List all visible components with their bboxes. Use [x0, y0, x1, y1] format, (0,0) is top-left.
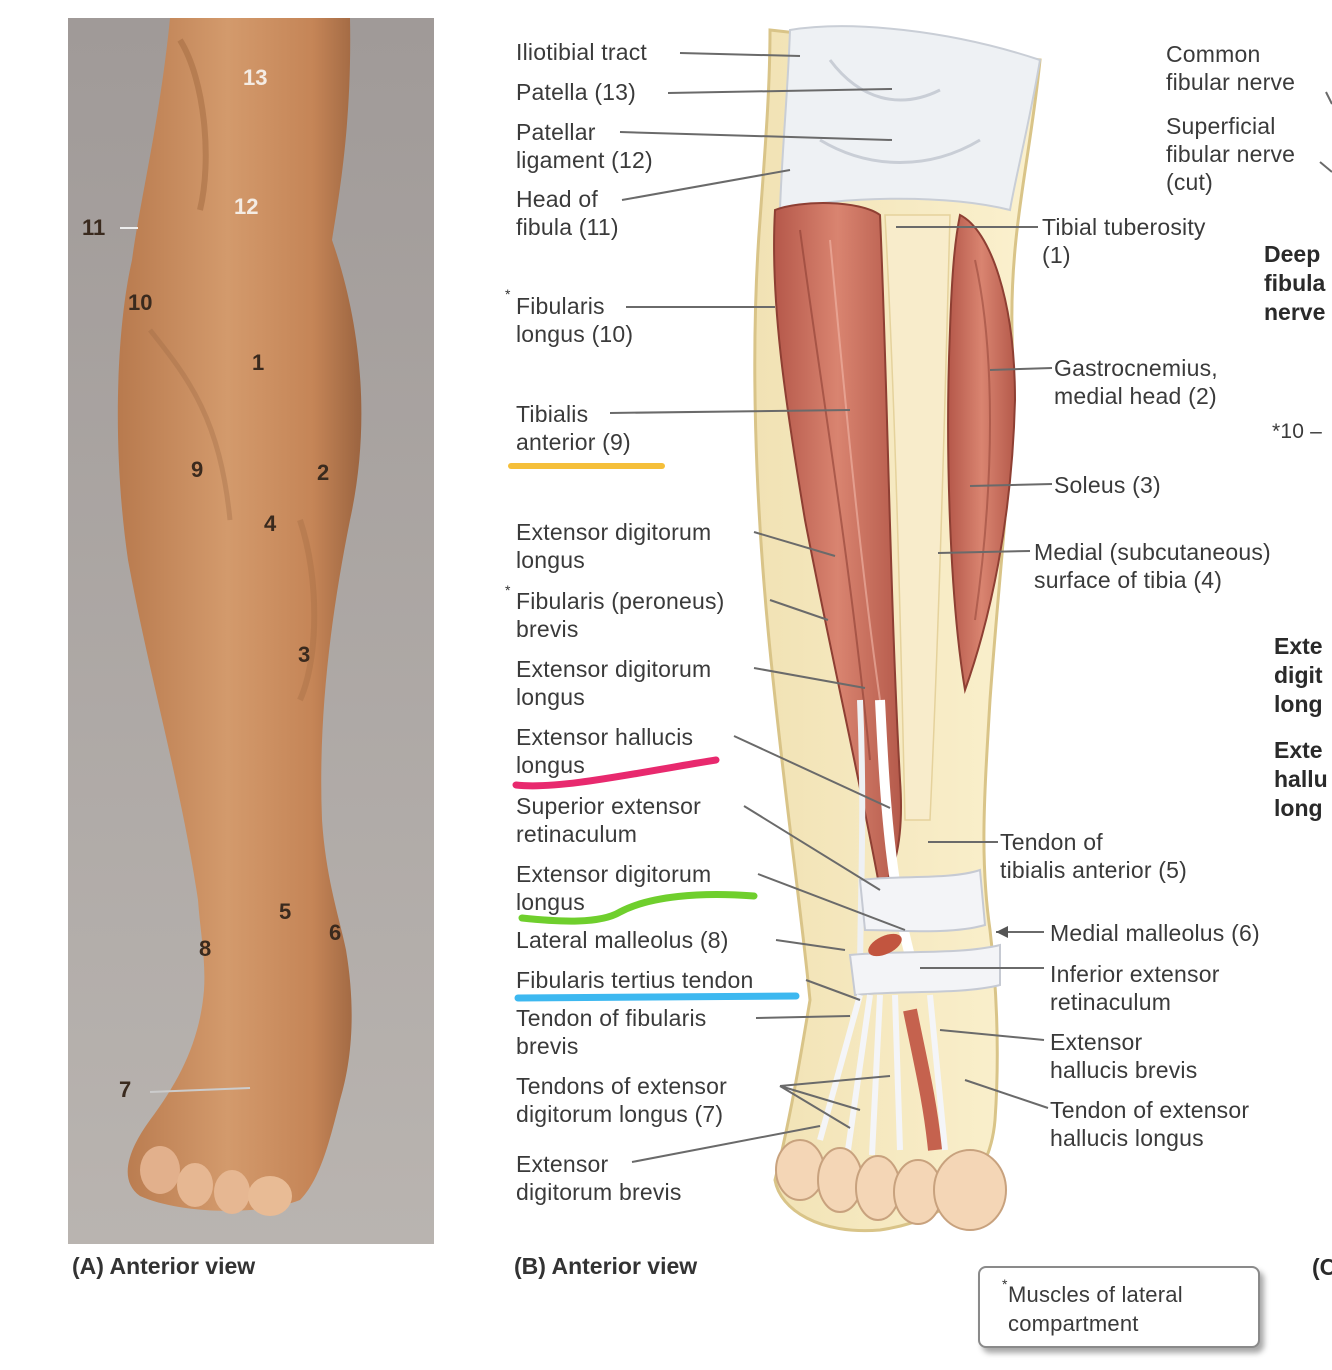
caption-c: (C — [1312, 1254, 1332, 1280]
label-patella: Patella (13) — [516, 79, 637, 105]
label-tendon-of-fibularis-brevis: Tendon of fibularis brevis — [516, 1005, 707, 1059]
photo-number-7: 7 — [119, 1077, 132, 1102]
label-extensor-hallucis-longus-c: Exte hallu long — [1274, 737, 1328, 821]
photo-number-9: 9 — [191, 457, 204, 482]
label-iliotibial-tract: Iliotibial tract — [516, 39, 648, 65]
label-head-of-fibula: Head of fibula (11) — [516, 186, 619, 240]
label-extensor-hallucis-longus: Extensor hallucis longus — [516, 724, 694, 778]
photo-number-1: 1 — [252, 350, 265, 375]
photo-number-4: 4 — [264, 511, 277, 536]
photo-number-2: 2 — [317, 460, 330, 485]
label-extensor-digitorum-longus-c: Exte digit long — [1274, 633, 1323, 717]
label-fibularis-longus: Fibularis longus (10) — [516, 293, 634, 347]
label-common-fibular-nerve: Common fibular nerve — [1166, 41, 1296, 95]
photo-number-6: 6 — [329, 920, 342, 945]
label-superficial-fibular-nerve: Superficial fibular nerve (cut) — [1166, 113, 1296, 195]
panel-c-cutoff: Deep fibula nerve *10 – Exte digit long … — [1262, 0, 1332, 1370]
label-gastrocnemius: Gastrocnemius, medial head (2) — [1054, 355, 1218, 409]
label-extensor-hallucis-brevis: Extensor hallucis brevis — [1050, 1029, 1198, 1083]
caption-b: (B) Anterior view — [514, 1253, 698, 1279]
label-extensor-digitorum-longus-2: Extensor digitorum longus — [516, 656, 712, 710]
photo-number-13: 13 — [243, 65, 268, 90]
label-lateral-malleolus: Lateral malleolus (8) — [516, 927, 729, 953]
label-medial-malleolus: Medial malleolus (6) — [1050, 920, 1260, 946]
legend-box: * Muscles of lateral compartment — [978, 1266, 1260, 1348]
photo-number-3: 3 — [298, 642, 311, 667]
label-tibial-tuberosity: Tibial tuberosity (1) — [1042, 214, 1206, 268]
photo-number-10: 10 — [128, 290, 153, 315]
lateral-compartment-star: * — [505, 582, 511, 598]
label-patellar-ligament: Patellar ligament (12) — [516, 119, 653, 173]
caption-a: (A) Anterior view — [72, 1253, 256, 1279]
label-extensor-digitorum-brevis: Extensor digitorum brevis — [516, 1151, 682, 1205]
legend-text: Muscles of lateral compartment — [1008, 1282, 1183, 1336]
label-fibularis-longus-c: *10 – — [1272, 420, 1323, 443]
label-extensor-digitorum-longus-3: Extensor digitorum longus — [516, 861, 712, 915]
label-tibialis-anterior: Tibialis anterior (9) — [516, 401, 631, 455]
photo-number-11: 11 — [82, 215, 106, 240]
legend-star: * — [1002, 1276, 1008, 1292]
lateral-compartment-star: * — [505, 286, 511, 302]
label-fibularis-brevis: Fibularis (peroneus) brevis — [516, 588, 725, 642]
label-extensor-digitorum-longus-1: Extensor digitorum longus — [516, 519, 712, 573]
photo-number-8: 8 — [199, 936, 212, 961]
label-tendon-of-extensor-hallucis-longus: Tendon of extensor hallucis longus — [1050, 1097, 1250, 1151]
label-tendon-of-tibialis-anterior: Tendon of tibialis anterior (5) — [1000, 829, 1187, 883]
label-superior-extensor-retinaculum: Superior extensor retinaculum — [516, 793, 701, 847]
photo-number-5: 5 — [279, 899, 292, 924]
label-deep-fibular-nerve: Deep fibula nerve — [1264, 241, 1326, 325]
label-medial-surface-of-tibia: Medial (subcutaneous) surface of tibia (… — [1034, 539, 1271, 593]
label-inferior-extensor-retinaculum: Inferior extensor retinaculum — [1050, 961, 1220, 1015]
photo-number-12: 12 — [234, 194, 259, 219]
label-soleus: Soleus (3) — [1054, 472, 1161, 498]
label-fibularis-tertius-tendon: Fibularis tertius tendon — [516, 967, 754, 993]
label-tendons-of-extensor-digitorum-longus: Tendons of extensor digitorum longus (7) — [516, 1073, 727, 1127]
leg-photo — [68, 18, 434, 1244]
